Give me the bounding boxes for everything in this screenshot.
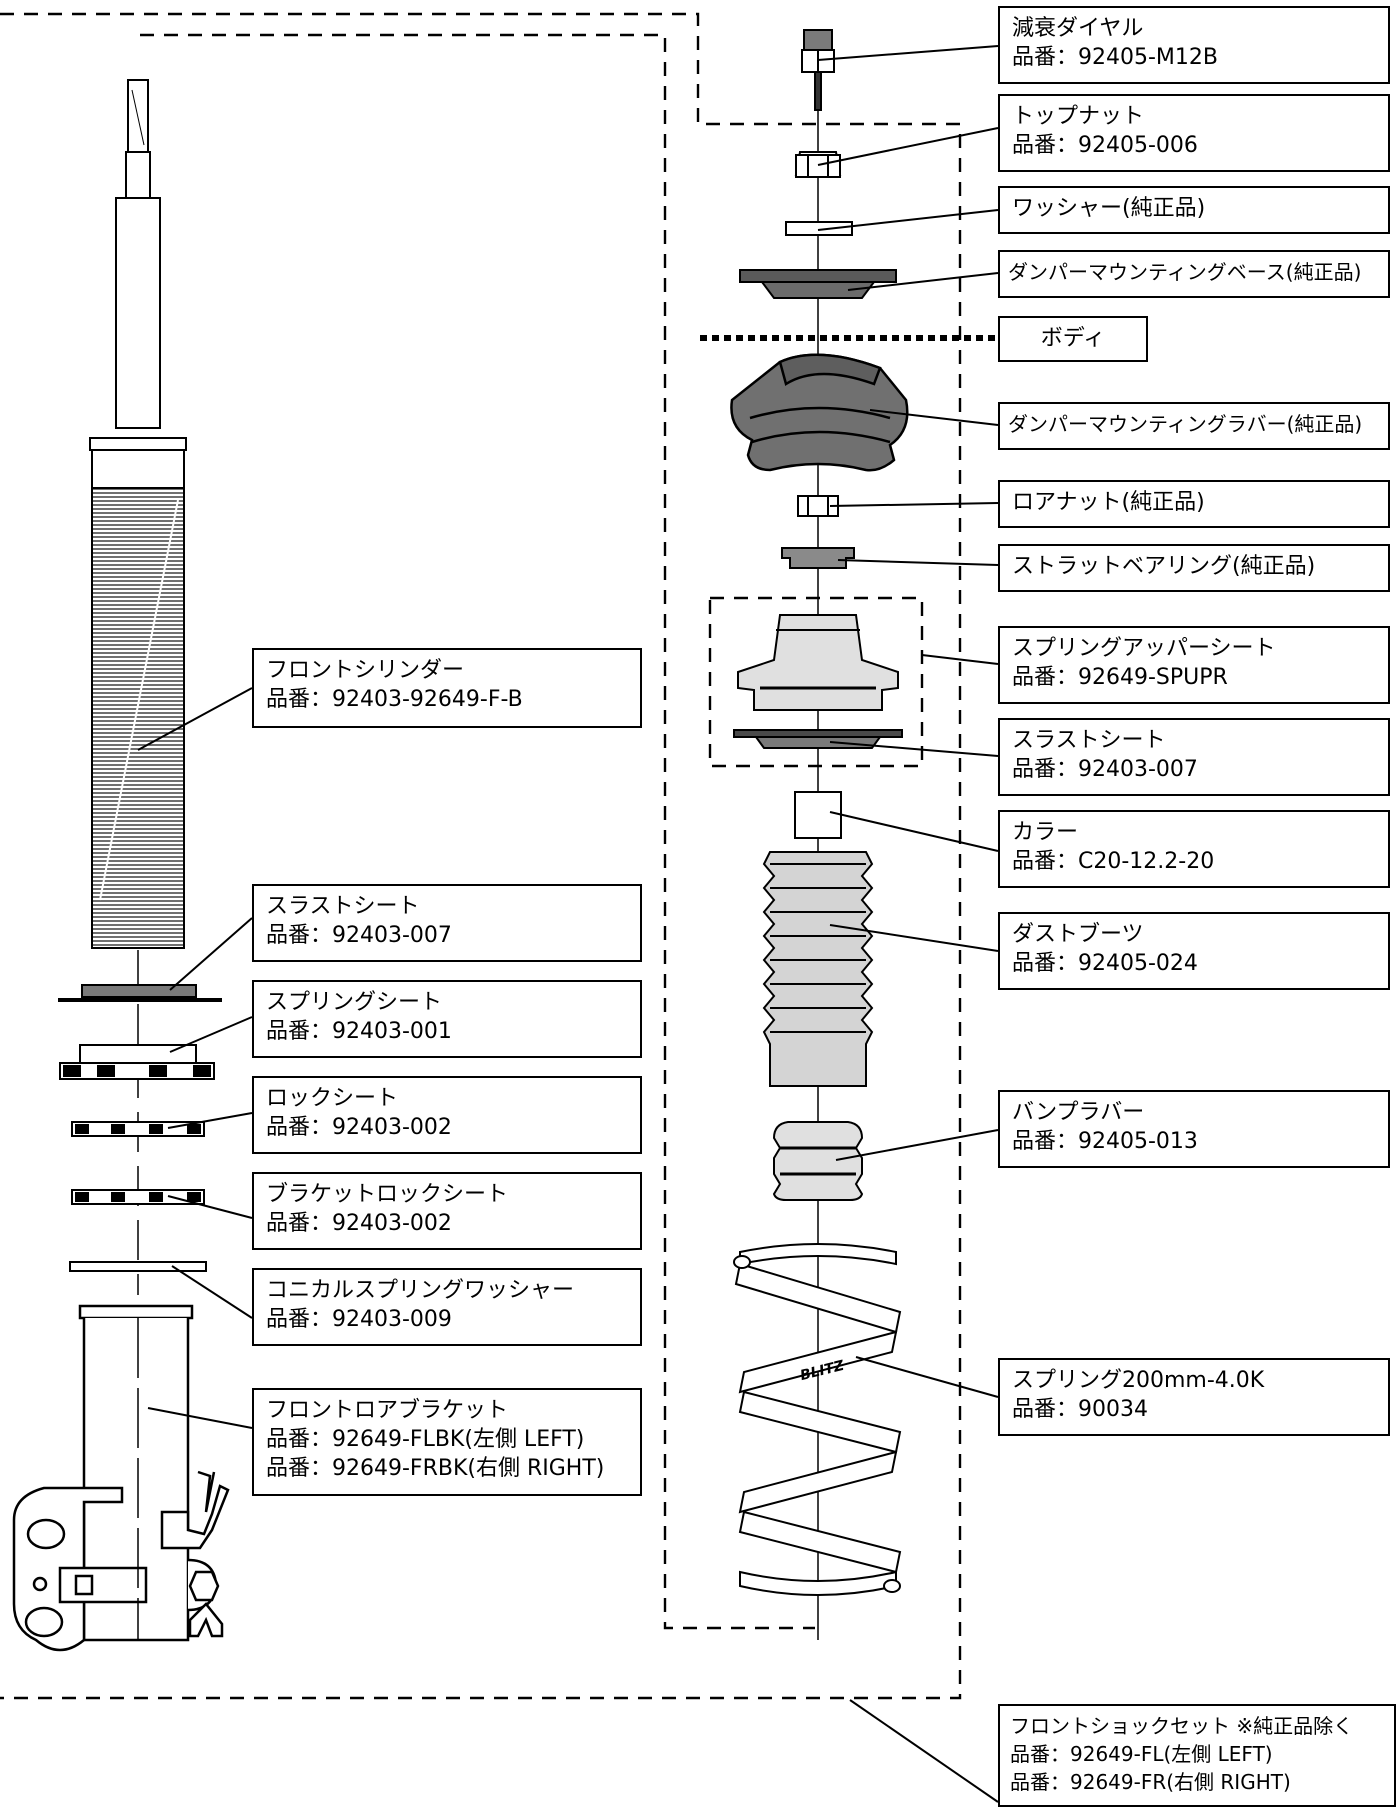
label-part-number-left: 品番：92649-FLBK(左側 LEFT) [266, 1427, 585, 1452]
label-part-number: 品番：92403-92649-F-B [266, 687, 523, 712]
label-dust-boots: ダストブーツ 品番：92405-024 [998, 912, 1390, 990]
bracket-lock-seat-drawing [71, 1189, 205, 1205]
label-damper-mount-rubber: ダンパーマウンティングラバー(純正品) [998, 402, 1390, 450]
label-part-number: 品番：90034 [1012, 1397, 1148, 1422]
label-part-number-left: 品番：92649-FL(左側 LEFT) [1010, 1742, 1273, 1766]
label-washer: ワッシャー(純正品) [998, 186, 1390, 234]
leader-lines [137, 45, 999, 1803]
label-thrust-seat-upper: スラストシート 品番：92403-007 [998, 718, 1390, 796]
label-part-number: 品番：92403-007 [266, 923, 452, 948]
label-name: スプリングアッパーシート [1012, 636, 1276, 661]
front-cylinder-drawing [89, 79, 187, 949]
damper-mount-base-drawing [739, 269, 897, 299]
label-name: ストラットベアリング(純正品) [1012, 554, 1316, 579]
label-conical-washer: コニカルスプリングワッシャー 品番：92403-009 [252, 1268, 642, 1346]
damper-mount-rubber-drawing [730, 353, 909, 472]
label-collar: カラー 品番：C20-12.2-20 [998, 810, 1390, 888]
label-lower-nut: ロアナット(純正品) [998, 480, 1390, 528]
label-name: ダストブーツ [1012, 922, 1144, 947]
coil-spring-drawing [733, 1243, 902, 1596]
label-spring-seat: スプリングシート 品番：92403-001 [252, 980, 642, 1058]
label-part-number: 品番：92403-007 [1012, 757, 1198, 782]
washer-drawing [785, 221, 853, 236]
label-bump-rubber: バンプラバー 品番：92405-013 [998, 1090, 1390, 1168]
label-name: スラストシート [266, 894, 420, 919]
label-shock-set: フロントショックセット ※純正品除く 品番：92649-FL(左側 LEFT) … [998, 1704, 1396, 1807]
thrust-seat-upper-drawing [733, 729, 903, 749]
top-nut-drawing [794, 151, 842, 178]
conical-washer-drawing [69, 1261, 207, 1272]
label-name: ボディ [1040, 326, 1106, 351]
label-front-cylinder: フロントシリンダー 品番：92403-92649-F-B [252, 648, 642, 728]
label-name: フロントショックセット ※純正品除く [1010, 1714, 1354, 1738]
label-name: カラー [1012, 820, 1079, 845]
label-name: スラストシート [1012, 728, 1166, 753]
label-bracket-lock-seat: ブラケットロックシート 品番：92403-002 [252, 1172, 642, 1250]
label-name: コニカルスプリングワッシャー [266, 1278, 575, 1303]
label-part-number: 品番：92405-013 [1012, 1129, 1198, 1154]
label-part-number: 品番：92405-M12B [1012, 45, 1218, 70]
label-name: ブラケットロックシート [266, 1182, 509, 1207]
label-thrust-seat-lower: スラストシート 品番：92403-007 [252, 884, 642, 962]
label-name: バンプラバー [1012, 1100, 1145, 1125]
label-part-number: 品番：92403-001 [266, 1019, 452, 1044]
label-name: フロントロアブラケット [266, 1398, 509, 1423]
label-front-lower-bracket: フロントロアブラケット 品番：92649-FLBK(左側 LEFT) 品番：92… [252, 1388, 642, 1496]
label-name: ロックシート [266, 1086, 399, 1111]
strut-bearing-drawing [781, 547, 855, 569]
label-part-number: 品番：92403-002 [266, 1115, 452, 1140]
label-spring-upper-seat: スプリングアッパーシート 品番：92649-SPUPR [998, 626, 1390, 704]
label-name: ロアナット(純正品) [1012, 490, 1205, 515]
label-part-number: 品番：92405-006 [1012, 133, 1198, 158]
label-name: トップナット [1012, 104, 1145, 129]
label-part-number: 品番：92403-009 [266, 1307, 452, 1332]
front-lower-bracket-drawing [12, 1304, 230, 1652]
label-name: スプリング200mm-4.0K [1012, 1368, 1265, 1393]
damping-dial-drawing [801, 29, 835, 111]
label-top-nut: トップナット 品番：92405-006 [998, 94, 1390, 172]
label-lock-seat: ロックシート 品番：92403-002 [252, 1076, 642, 1154]
spring-seat-drawing [59, 1044, 215, 1080]
spring-upper-seat-drawing [737, 614, 899, 711]
label-spring: スプリング200mm-4.0K 品番：90034 [998, 1358, 1390, 1436]
label-part-number-right: 品番：92649-FRBK(右側 RIGHT) [266, 1456, 605, 1481]
label-part-number: 品番：C20-12.2-20 [1012, 849, 1215, 874]
label-part-number: 品番：92405-024 [1012, 951, 1198, 976]
dashed-outlines [0, 12, 962, 1700]
label-damper-mount-base: ダンパーマウンティングベース(純正品) [998, 250, 1390, 298]
label-name: スプリングシート [266, 990, 443, 1015]
label-name: ワッシャー(純正品) [1012, 196, 1206, 221]
thrust-seat-lower-drawing [58, 984, 222, 1002]
label-strut-bearing: ストラットベアリング(純正品) [998, 544, 1390, 592]
bump-rubber-drawing [772, 1121, 864, 1201]
label-body: ボディ [998, 316, 1148, 362]
label-part-number: 品番：92403-002 [266, 1211, 452, 1236]
label-part-number-right: 品番：92649-FR(右側 RIGHT) [1010, 1770, 1291, 1794]
label-name: ダンパーマウンティングベース(純正品) [1008, 260, 1362, 284]
collar-drawing [794, 791, 842, 839]
label-part-number: 品番：92649-SPUPR [1012, 665, 1228, 690]
lock-seat-drawing [71, 1121, 205, 1137]
label-name: フロントシリンダー [266, 658, 465, 683]
dust-boots-drawing [762, 851, 874, 1087]
label-name: 減衰ダイヤル [1012, 16, 1144, 41]
label-damping-dial: 減衰ダイヤル 品番：92405-M12B [998, 6, 1390, 84]
label-name: ダンパーマウンティングラバー(純正品) [1008, 412, 1363, 436]
